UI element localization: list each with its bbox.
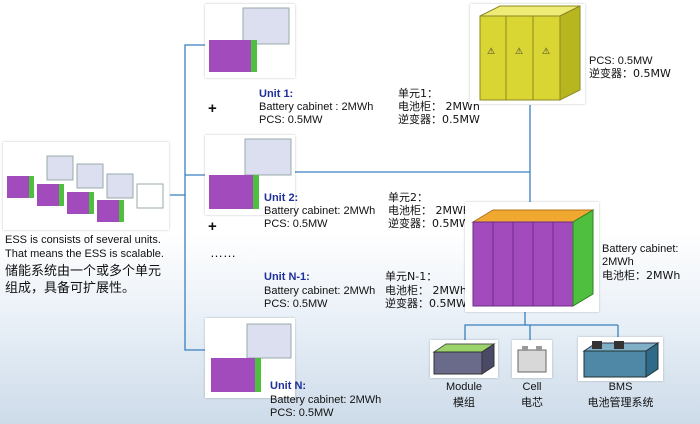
unit1-battery: Battery cabinet : 2MWh [259,101,374,113]
unitn-pcs: PCS: 0.5MW [270,407,334,419]
bms-label-cn: 电池管理系统 [587,396,654,409]
unit2-pcs: PCS: 0.5MW [264,218,328,230]
overview-unit-b [37,163,104,206]
overview-unit-d [97,183,164,222]
plus-sign-2: + [208,218,217,235]
pcs-cabinet-drawing: ⚠ ⚠ ⚠ [479,5,581,101]
unit1-battery-cabinet [209,40,251,72]
overview-unit-c [67,173,134,214]
plus-sign-1: + [208,100,217,117]
unit1-cn-pcs: 逆变器：0.5MW [398,113,480,126]
ess-overview-drawing [7,155,164,222]
warning-icon: ⚠ [515,46,523,56]
pcs-rating-cn: 逆变器：0.5MW [589,67,671,80]
pcs-rating: PCS: 0.5MW [589,55,653,67]
unit2-battery-cabinet [209,175,253,209]
unitn1-title: Unit N-1: [264,271,310,283]
unit2-battery: Battery cabinet: 2MWh [264,205,376,217]
bms-label: BMS [608,381,633,393]
unitn-drawing [211,323,292,392]
pcs-cabinet-body [479,15,561,101]
module-image [430,340,498,378]
overview-desc-en-2: That means the ESS is scalable. [5,248,164,260]
overview-unit-a [7,155,74,198]
ess-overview-image [3,142,169,230]
ellipsis: …… [210,245,236,260]
unit1-title: Unit 1: [259,88,294,100]
unit1-cn-title: 单元1： [398,87,438,100]
unit2-cn-battery: 电池柜： 2MWh [388,204,470,217]
unitn-image [205,318,295,398]
battery-cabinet-body [472,221,574,307]
link-to-components [464,312,526,340]
unitn1-pcs: PCS: 0.5MW [264,298,328,310]
warning-icon: ⚠ [487,46,495,56]
unit2-cn-pcs: 逆变器：0.5MW [388,217,470,230]
unit1-image [205,4,295,78]
unitn1-cn-battery: 电池柜： 2MWh [385,284,467,297]
tree-connector-bottom [184,195,205,351]
unitn-title: Unit N: [270,380,307,392]
unitn1-battery: Battery cabinet: 2MWh [264,285,376,297]
unit2-image [205,135,295,215]
unit2-drawing [209,138,292,209]
cell-label-cn: 电芯 [521,396,543,409]
unit2-cn-title: 单元2： [388,191,428,204]
unit1-drawing [209,7,290,72]
battery-cabinet-drawing [471,209,595,307]
overview-desc-cn-1: 储能系统由一个或多个单元 [5,264,162,279]
unitn-pcs-cabinet [246,323,292,359]
battery-capacity-value: 2MWh [602,256,634,268]
unitn-battery-cabinet [211,358,255,392]
module-label: Module [445,381,483,393]
overview-desc-en-1: ESS is consists of several units. [5,234,161,246]
unitn1-cn-pcs: 逆变器：0.5MW [385,297,467,310]
unit2-title: Unit 2: [264,192,299,204]
cell-drawing [517,346,547,373]
pcs-cabinet-image: ⚠ ⚠ ⚠ [470,4,585,104]
unitn-battery: Battery cabinet: 2MWh [270,394,382,406]
battery-capacity-label: Battery cabinet: [602,243,679,255]
unit1-pcs: PCS: 0.5MW [259,114,323,126]
battery-cabinet-image [465,202,599,312]
cell-image [512,340,552,378]
unit2-pcs-cabinet [244,138,292,176]
warning-icon: ⚠ [542,46,550,56]
tree-connector [170,44,205,196]
unit1-cn-battery: 电池柜： 2MWh [398,100,480,113]
unitn1-cn-title: 单元N-1： [385,270,438,283]
cell-label: Cell [522,381,542,393]
module-drawing [432,343,496,375]
overview-desc-cn-2: 组成，具备可扩展性。 [5,281,136,296]
battery-capacity-cn: 电池柜：2MWh [602,269,681,282]
bms-image [578,337,663,381]
bms-drawing [582,341,660,378]
unit1-pcs-cabinet [242,7,290,45]
module-label-cn: 模组 [453,396,475,409]
